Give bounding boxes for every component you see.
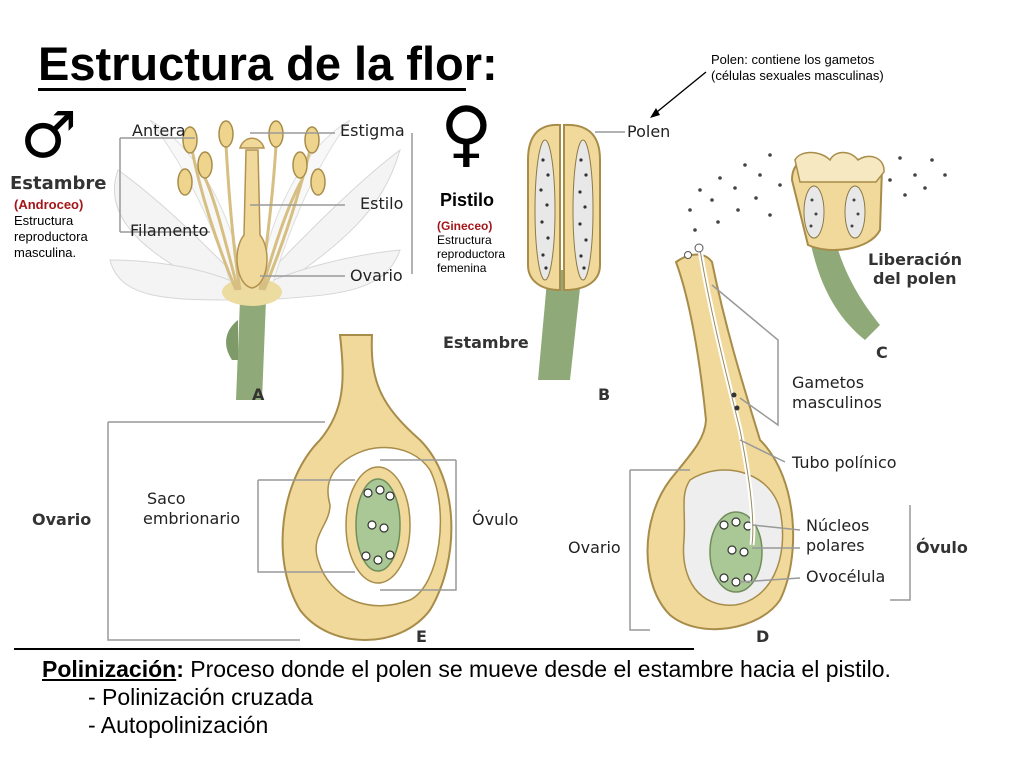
label-estambre-b: Estambre [443, 333, 529, 352]
pollination-definition: Proceso donde el polen se mueve desde el… [183, 656, 891, 682]
male-desc-2: reproductora [14, 229, 88, 244]
pollen-note-line1: Polen: contiene los gametos [711, 52, 875, 67]
pollination-type-self: - Autopolinización [88, 712, 269, 738]
male-symbol-icon: ♂ [20, 99, 78, 173]
label-antera: Antera [132, 121, 186, 140]
label-estilo: Estilo [360, 194, 404, 213]
label-tubo-polinico: Tubo polínico [792, 453, 897, 472]
male-desc-3: masculina. [14, 245, 77, 260]
figure-c-pollen-release [688, 151, 947, 340]
pollination-colon: : [176, 656, 184, 682]
label-ovocelula: Ovocélula [806, 567, 886, 586]
female-heading: Pistilo [440, 190, 495, 210]
pollen-note: Polen: contiene los gametos (células sex… [711, 52, 884, 84]
female-desc-2: reproductora [437, 247, 506, 261]
label-saco-line1: Saco [147, 489, 186, 508]
male-heading: Estambre [10, 173, 107, 194]
label-gametos-line2: masculinos [792, 393, 882, 412]
page-title: Estructura de la flor: [38, 36, 498, 91]
female-group: (Gineceo) [437, 219, 493, 233]
label-ovario-d: Ovario [568, 538, 621, 557]
figure-b-stamen [527, 123, 625, 380]
separator-line [14, 648, 694, 650]
label-saco-embrionario: Saco embrionario [143, 489, 240, 529]
figure-a-flower [109, 119, 413, 400]
label-gametos-line1: Gametos [792, 373, 865, 392]
page-title-text: Estructura de la flor [38, 37, 482, 90]
male-description: (Androceo) Estructura reproductora mascu… [14, 197, 88, 261]
label-ovulo-e: Óvulo [472, 510, 519, 529]
label-liberacion: Liberación del polen [868, 250, 962, 288]
figure-e-ovary [107, 334, 457, 641]
figure-letter-c: C [876, 343, 888, 362]
label-filamento: Filamento [130, 221, 209, 240]
label-nucleos-polares: Núcleos polares [806, 516, 869, 556]
male-desc-1: Estructura [14, 213, 74, 228]
figure-letter-a: A [252, 385, 265, 404]
label-ovario-a: Ovario [350, 266, 403, 285]
page-title-colon: : [482, 37, 498, 90]
pollination-term: Polinización [42, 656, 177, 682]
pollination-definition-line: Polinización: Proceso donde el polen se … [42, 655, 891, 683]
label-nucleos-line1: Núcleos [806, 516, 870, 535]
label-ovulo-d: Óvulo [916, 538, 968, 557]
pollen-note-arrow [650, 71, 707, 118]
label-liberacion-line1: Liberación [868, 250, 963, 269]
pollen-note-line2: (células sexuales masculinas) [711, 68, 884, 83]
pollination-text: Polinización: Proceso donde el polen se … [42, 655, 891, 739]
title-underline [38, 88, 466, 91]
label-ovario-e: Ovario [32, 510, 92, 529]
label-nucleos-line2: polares [806, 536, 865, 555]
female-desc-3: femenina [437, 261, 487, 275]
pollination-type-cross: - Polinización cruzada [88, 684, 314, 710]
figure-letter-d: D [756, 627, 770, 646]
label-gametos: Gametos masculinos [792, 373, 882, 413]
label-polen: Polen [627, 122, 671, 141]
label-saco-line2: embrionario [143, 509, 241, 528]
male-group: (Androceo) [14, 197, 84, 212]
female-desc-1: Estructura [437, 233, 492, 247]
figure-d-pistil [629, 243, 911, 631]
female-symbol-icon: ♀ [440, 91, 493, 175]
figure-letter-e: E [416, 627, 427, 646]
figure-letter-b: B [598, 385, 611, 404]
label-liberacion-line2: del polen [873, 269, 957, 288]
label-estigma: Estigma [340, 121, 405, 140]
female-description: (Gineceo) Estructura reproductora femeni… [437, 219, 505, 275]
